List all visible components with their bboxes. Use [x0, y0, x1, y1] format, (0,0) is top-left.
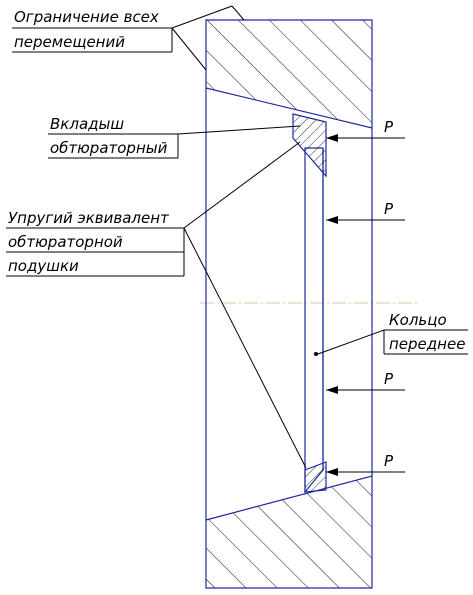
top-constraint-region	[205, 19, 373, 129]
load-arrow-3	[326, 386, 405, 394]
front-ring	[304, 147, 324, 494]
constraint-leader	[12, 5, 245, 71]
obturator-insert-top	[292, 113, 327, 178]
elastic-leader	[6, 141, 307, 469]
ring-leader	[317, 329, 468, 355]
load-arrow-2	[326, 216, 405, 224]
elastic-label-line3: подушки	[8, 257, 79, 275]
elastic-label-line2: обтюраторной	[8, 233, 123, 251]
load-label-3: P	[384, 370, 394, 388]
ring-dot	[314, 352, 318, 356]
load-label-2: P	[384, 200, 394, 218]
bottom-constraint-region	[205, 475, 373, 589]
load-arrow-1	[326, 134, 405, 142]
load-arrow-4	[326, 468, 405, 476]
ring-label-line1: Кольцо	[389, 311, 447, 329]
load-label-1: P	[384, 118, 394, 136]
constraint-label-line2: перемещений	[14, 33, 125, 51]
insert-label-line1: Вкладыш	[50, 115, 124, 133]
insert-leader	[48, 125, 301, 159]
constraint-label-line1: Ограничение всех	[14, 8, 159, 26]
elastic-label-line1: Упругий эквивалент	[8, 209, 170, 227]
load-label-4: P	[384, 452, 394, 470]
ring-label-line2: переднее	[389, 335, 465, 353]
insert-label-line2: обтюраторный	[50, 139, 168, 157]
obturator-insert-bottom	[304, 461, 327, 493]
